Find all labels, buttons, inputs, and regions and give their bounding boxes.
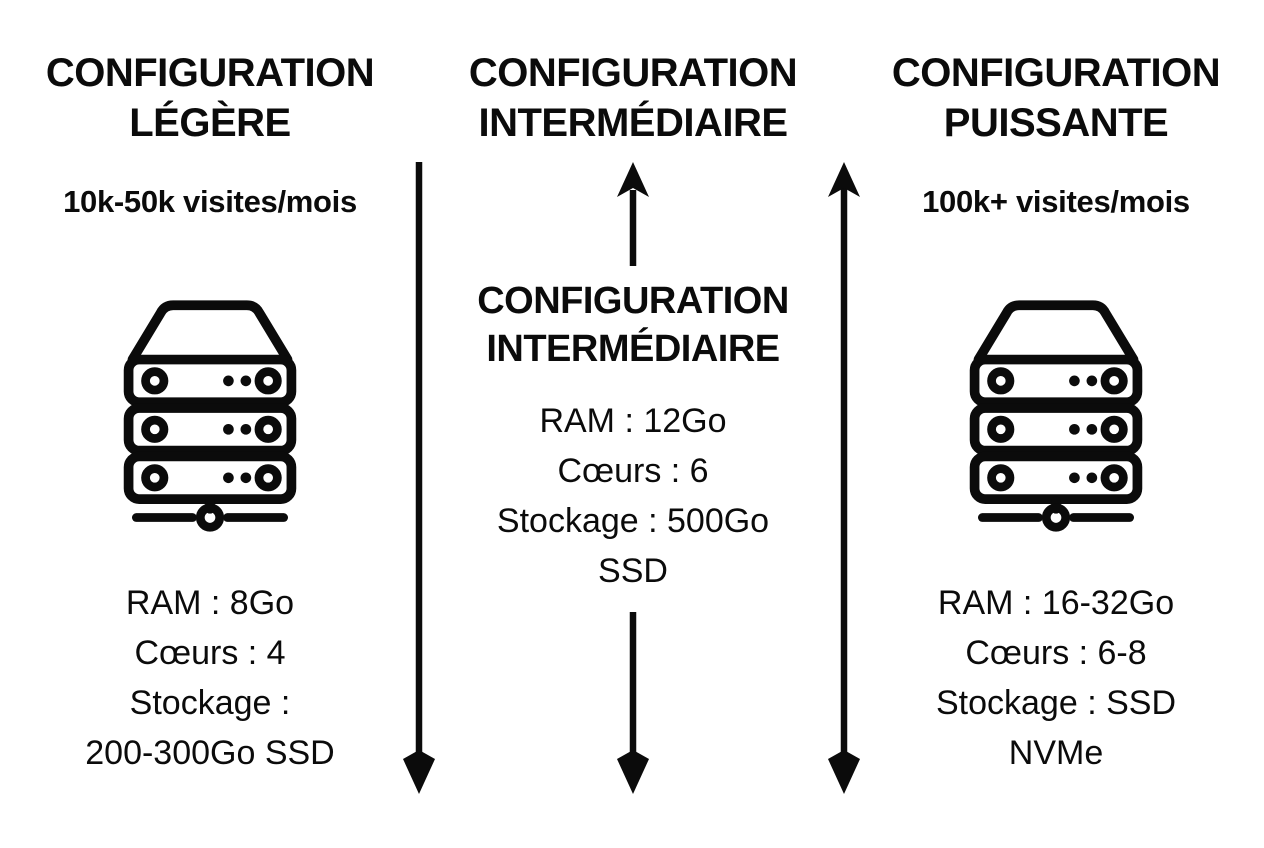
- column-puissante-specs: RAM : 16-32Go Cœurs : 6-8 Stockage : SSD…: [854, 578, 1258, 778]
- spec-line: NVMe: [1008, 734, 1104, 772]
- spec-line: Cœurs : 6: [557, 452, 709, 490]
- server-icon: [118, 282, 302, 534]
- column-intermediaire-title: CONFIGURATION INTERMÉDIAIRE: [441, 48, 825, 148]
- spec-line: RAM : 8Go: [125, 584, 295, 622]
- column-intermediaire-heading: CONFIGURATION INTERMÉDIAIRE: [441, 277, 825, 373]
- double-arrow: [828, 162, 860, 794]
- down-arrow: [403, 162, 435, 794]
- up-arrow: [617, 162, 649, 266]
- spec-line: SSD: [598, 552, 668, 590]
- heading-line: INTERMÉDIAIRE: [486, 328, 780, 370]
- title-line: INTERMÉDIAIRE: [478, 101, 788, 145]
- title-line: PUISSANTE: [943, 101, 1169, 145]
- spec-line: Cœurs : 4: [134, 634, 286, 672]
- down-arrow: [617, 612, 649, 794]
- title-line: LÉGÈRE: [129, 101, 291, 145]
- title-line: CONFIGURATION: [45, 51, 375, 95]
- title-line: CONFIGURATION: [891, 51, 1221, 95]
- spec-line: Stockage : SSD: [935, 684, 1176, 722]
- column-puissante-title: CONFIGURATION PUISSANTE: [862, 48, 1250, 148]
- spec-line: Cœurs : 6-8: [965, 634, 1147, 672]
- spec-line: Stockage : 500Go: [496, 502, 770, 540]
- spec-line: RAM : 12Go: [539, 402, 727, 440]
- column-intermediaire-specs: RAM : 12Go Cœurs : 6 Stockage : 500Go SS…: [441, 396, 825, 596]
- spec-line: RAM : 16-32Go: [937, 584, 1175, 622]
- column-legere-subtitle: 10k-50k visites/mois: [63, 184, 357, 219]
- spec-line: Stockage :: [129, 684, 291, 722]
- heading-line: CONFIGURATION: [477, 280, 789, 322]
- server-icon: [964, 282, 1148, 534]
- column-legere-specs: RAM : 8Go Cœurs : 4 Stockage : 200-300Go…: [8, 578, 412, 778]
- column-legere-title: CONFIGURATION LÉGÈRE: [18, 48, 402, 148]
- title-line: CONFIGURATION: [468, 51, 798, 95]
- spec-line: 200-300Go SSD: [85, 734, 335, 772]
- column-puissante-subtitle: 100k+ visites/mois: [922, 184, 1190, 219]
